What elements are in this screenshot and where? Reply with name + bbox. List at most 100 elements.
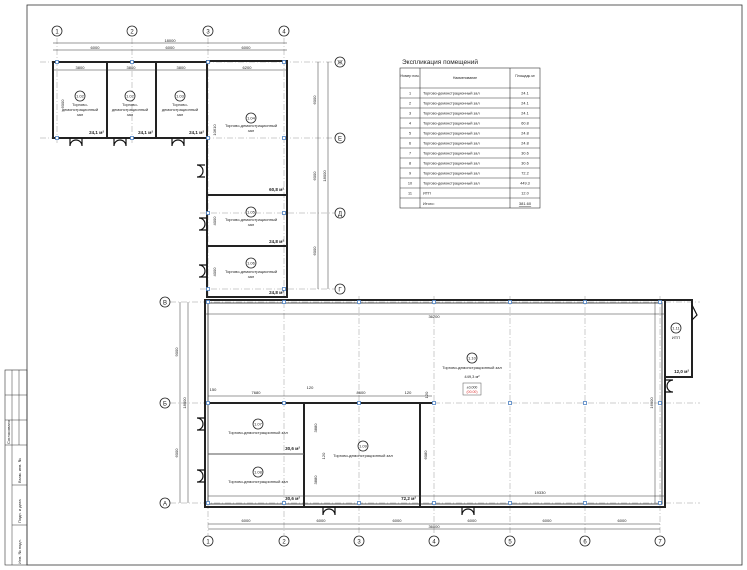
svg-text:449,3 м²: 449,3 м² bbox=[464, 374, 480, 379]
cell-area: 60.8 bbox=[521, 122, 528, 126]
cell-area: 72.2 bbox=[521, 172, 528, 176]
svg-text:3800: 3800 bbox=[127, 65, 137, 70]
svg-text:18000: 18000 bbox=[322, 170, 327, 182]
axis-top-3: 3 bbox=[202, 25, 214, 37]
cell-name: Торгово-демонстрационный зал bbox=[423, 162, 480, 166]
cell-num: 5 bbox=[409, 132, 411, 136]
grid-lines bbox=[40, 38, 700, 535]
axis-row-zh: Ж bbox=[334, 56, 346, 68]
cell-num: 4 bbox=[409, 122, 411, 126]
axis-top-2: 2 bbox=[126, 25, 138, 37]
sign-date-label: Подп. и дата bbox=[17, 499, 22, 523]
svg-text:6: 6 bbox=[583, 540, 587, 546]
svg-text:6000: 6000 bbox=[393, 518, 403, 523]
column-node bbox=[508, 300, 512, 304]
cell-area: 30.6 bbox=[521, 152, 528, 156]
cell-num: 8 bbox=[409, 162, 411, 166]
svg-text:72,2 м²: 72,2 м² bbox=[401, 496, 416, 501]
svg-text:7: 7 bbox=[658, 540, 662, 546]
svg-text:зал: зал bbox=[127, 112, 134, 117]
column-node bbox=[130, 60, 134, 64]
axis-bottom-7: 7 bbox=[654, 535, 666, 547]
column-node bbox=[658, 501, 662, 505]
room-1-11: 1.11 ИТП 12,0 м² bbox=[670, 322, 689, 374]
svg-text:Торгово-: Торгово- bbox=[122, 102, 138, 107]
svg-text:6000: 6000 bbox=[174, 448, 179, 458]
svg-text:5: 5 bbox=[508, 540, 512, 546]
svg-text:36000: 36000 bbox=[428, 524, 440, 529]
inv-orig-label: Инв. № подл. bbox=[17, 539, 22, 564]
table-title: Экспликация помещений bbox=[402, 58, 478, 66]
svg-text:6000: 6000 bbox=[468, 518, 478, 523]
cell-num: 1 bbox=[409, 92, 411, 96]
column-node bbox=[206, 300, 210, 304]
axis-top-4: 4 bbox=[278, 25, 290, 37]
svg-text:9000: 9000 bbox=[174, 347, 179, 357]
svg-text:3: 3 bbox=[357, 540, 361, 546]
column-node bbox=[55, 60, 59, 64]
svg-text:4: 4 bbox=[432, 540, 436, 546]
axis-row-e: Е bbox=[334, 132, 346, 144]
replaced-label: Взам. инв. № bbox=[17, 458, 22, 483]
cell-area: 24.1 bbox=[521, 92, 528, 96]
column-node bbox=[206, 401, 210, 405]
column-nodes bbox=[55, 60, 662, 505]
axis-bottom-1: 1 bbox=[202, 535, 214, 547]
svg-text:30,6 м²: 30,6 м² bbox=[285, 496, 300, 501]
cell-name: Торгово-демонстрационный зал bbox=[423, 182, 480, 186]
svg-text:6000: 6000 bbox=[166, 45, 176, 50]
cell-name: Торгово-демонстрационный зал bbox=[423, 112, 480, 116]
svg-text:В: В bbox=[163, 301, 167, 307]
header-area: Площадь м² bbox=[515, 74, 536, 78]
column-node bbox=[130, 136, 134, 140]
svg-text:Торгово-демонстрационный зал: Торгово-демонстрационный зал bbox=[228, 430, 288, 435]
total-label: Итого: bbox=[423, 201, 435, 206]
svg-text:1.10: 1.10 bbox=[468, 356, 477, 361]
column-node bbox=[206, 60, 210, 64]
dimension-labels: 18000 6000 6000 6000 3800 3800 3800 6200… bbox=[60, 38, 654, 529]
svg-text:Торгово-: Торгово- bbox=[172, 102, 188, 107]
axis-top-1: 1 bbox=[51, 25, 63, 37]
doors bbox=[69, 138, 698, 516]
header-name: Наименование bbox=[453, 76, 477, 80]
svg-text:Торгово-демонстрационный зал: Торгово-демонстрационный зал bbox=[333, 453, 393, 458]
column-node bbox=[282, 211, 286, 215]
title-block: Согласовано Инв. № подл. Подп. и дата Вз… bbox=[4, 369, 28, 566]
svg-text:демонстрационный: демонстрационный bbox=[62, 107, 98, 112]
svg-text:3800: 3800 bbox=[177, 65, 187, 70]
svg-text:24,1 м²: 24,1 м² bbox=[189, 130, 204, 135]
cell-name: Торгово-демонстрационный зал bbox=[423, 152, 480, 156]
svg-text:6000: 6000 bbox=[242, 518, 252, 523]
svg-text:Торгово-демонстрационный: Торгово-демонстрационный bbox=[225, 269, 277, 274]
dimension-lines bbox=[53, 42, 665, 530]
svg-text:6000: 6000 bbox=[312, 95, 317, 105]
cell-area: 24.1 bbox=[521, 102, 528, 106]
axis-bottom-4: 4 bbox=[428, 535, 440, 547]
cell-name: Торгово-демонстрационный зал bbox=[423, 132, 480, 136]
column-node bbox=[206, 287, 210, 291]
svg-text:1.02: 1.02 bbox=[126, 94, 135, 99]
svg-text:1.02: 1.02 bbox=[76, 94, 85, 99]
svg-text:3: 3 bbox=[206, 30, 210, 36]
column-node bbox=[658, 300, 662, 304]
column-node bbox=[508, 501, 512, 505]
svg-text:Торгово-: Торгово- bbox=[72, 102, 88, 107]
column-node bbox=[583, 300, 587, 304]
svg-text:3800: 3800 bbox=[76, 65, 86, 70]
svg-text:120: 120 bbox=[321, 452, 326, 459]
svg-text:24,8 м²: 24,8 м² bbox=[269, 239, 284, 244]
column-node bbox=[206, 211, 210, 215]
svg-text:ИТП: ИТП bbox=[672, 335, 680, 340]
column-node bbox=[357, 401, 361, 405]
svg-text:24,1 м²: 24,1 м² bbox=[89, 130, 104, 135]
column-node bbox=[206, 136, 210, 140]
axis-bottom-5: 5 bbox=[504, 535, 516, 547]
level-abs-value: (00.00) bbox=[466, 390, 477, 394]
svg-text:Д: Д bbox=[338, 212, 342, 218]
svg-text:зал: зал bbox=[177, 112, 184, 117]
